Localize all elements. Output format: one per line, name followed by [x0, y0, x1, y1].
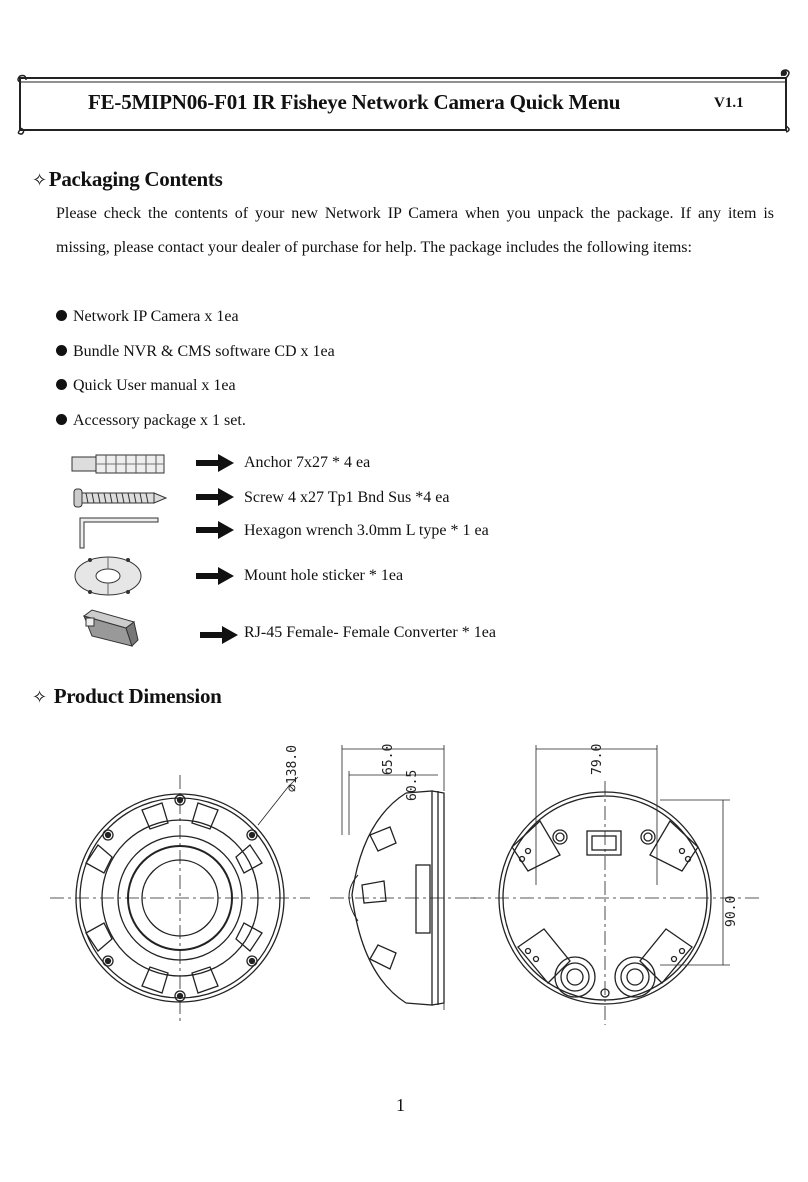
- document-title: FE-5MIPN06-F01 IR Fisheye Network Camera…: [88, 90, 621, 114]
- arrow-right-icon: [196, 454, 234, 472]
- accessory-row-anchor: Anchor 7x27 * 4 ea: [70, 452, 670, 478]
- dimension-label-side-total: 65.0: [381, 743, 396, 775]
- title-banner: [14, 68, 794, 136]
- list-item: Bundle NVR & CMS software CD x 1ea: [56, 343, 335, 361]
- bullet-icon: [56, 345, 67, 356]
- accessory-label: Mount hole sticker * 1ea: [244, 567, 404, 584]
- star-outline-icon: ✧: [32, 687, 47, 708]
- mount-sticker-icon: [74, 556, 142, 596]
- dimension-heading-text: Product Dimension: [53, 684, 222, 708]
- accessory-label: Anchor 7x27 * 4 ea: [244, 454, 371, 471]
- arrow-right-icon: [196, 567, 234, 585]
- accessory-row-screw: Screw 4 x27 Tp1 Bnd Sus *4 ea: [70, 486, 670, 512]
- bullet-icon: [56, 414, 67, 425]
- version-label: V1.1: [714, 95, 744, 111]
- accessory-row-hex-wrench: Hexagon wrench 3.0mm L type * 1 ea: [70, 514, 670, 550]
- dimension-label-side-body: 60.5: [405, 769, 420, 801]
- list-item: Quick User manual x 1ea: [56, 377, 236, 395]
- bullet-icon: [56, 310, 67, 321]
- front-view: [50, 775, 310, 1025]
- bullet-icon: [56, 379, 67, 390]
- accessory-label: Hexagon wrench 3.0mm L type * 1 ea: [244, 522, 489, 539]
- arrow-right-icon: [196, 488, 234, 506]
- arrow-right-icon: [200, 626, 238, 644]
- list-item: Network IP Camera x 1ea: [56, 308, 239, 326]
- rj45-converter-icon: [82, 609, 139, 647]
- scroll-frame: [17, 69, 790, 135]
- dimension-label-bottom-width: 79.0: [590, 743, 605, 775]
- hex-wrench-icon: [79, 517, 159, 549]
- bottom-view: [470, 745, 760, 1025]
- anchor-icon: [71, 454, 165, 474]
- side-view: [330, 745, 480, 1010]
- packaging-intro: Please check the contents of your new Ne…: [56, 205, 774, 256]
- arrow-right-icon: [196, 521, 234, 539]
- list-item: Accessory package x 1 set.: [56, 412, 246, 430]
- page-number: 1: [396, 1095, 405, 1115]
- dimension-label-bottom-height: 90.0: [724, 895, 739, 927]
- dimension-drawing: [50, 745, 760, 1025]
- dimension-heading: ✧ Product Dimension: [32, 684, 222, 709]
- accessory-row-rj45-converter: RJ-45 Female- Female Converter * 1ea: [70, 606, 670, 654]
- accessory-label: RJ-45 Female- Female Converter * 1ea: [244, 624, 496, 641]
- packaging-heading: ✧Packaging Contents: [32, 167, 223, 192]
- packaging-heading-text: Packaging Contents: [48, 167, 223, 191]
- dimension-label-diameter: ⌀138.0: [285, 745, 300, 792]
- star-outline-icon: ✧: [32, 170, 47, 191]
- accessory-row-mount-sticker: Mount hole sticker * 1ea: [70, 552, 670, 598]
- screw-icon: [73, 488, 168, 508]
- accessory-label: Screw 4 x27 Tp1 Bnd Sus *4 ea: [244, 489, 450, 506]
